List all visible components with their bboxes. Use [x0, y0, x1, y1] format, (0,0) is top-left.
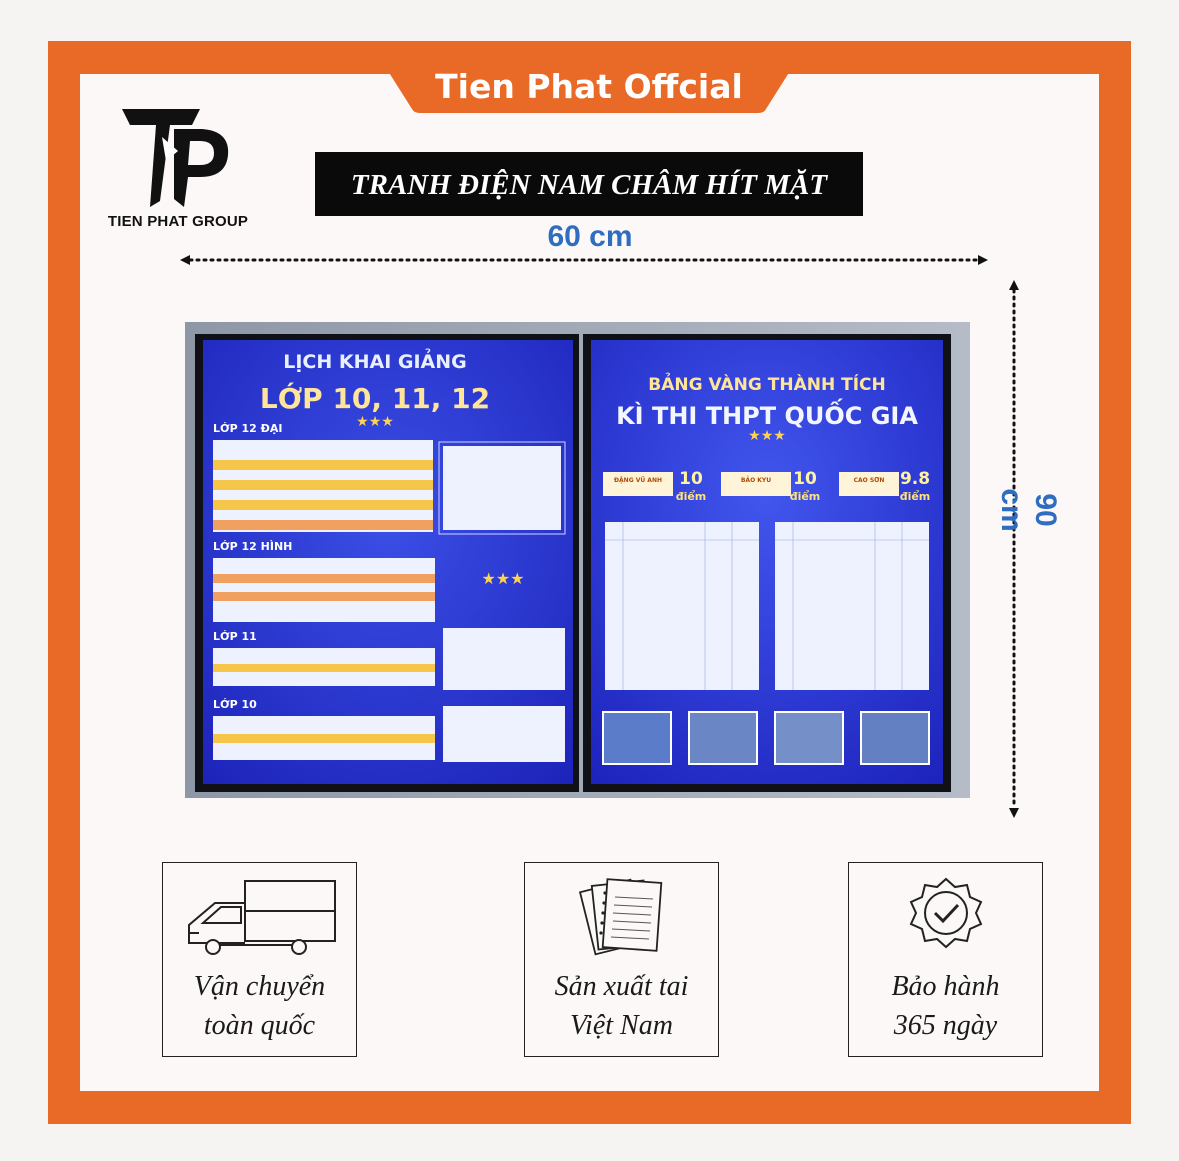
score-card-1: ĐẶNG VŨ ANH 10 điểm	[603, 469, 706, 503]
left-section-1: LỚP 12 ĐẠI	[213, 422, 282, 435]
svg-text:CAO SƠN: CAO SƠN	[854, 477, 885, 484]
svg-text:★★★: ★★★	[748, 428, 786, 444]
left-section-2: LỚP 12 HÌNH	[213, 540, 292, 553]
banner-title: Tien Phat Offcial	[435, 67, 743, 106]
svg-text:10: 10	[793, 469, 817, 489]
width-arrow	[180, 255, 988, 265]
left-subheading: LỚP 10, 11, 12	[260, 381, 490, 415]
svg-text:điểm: điểm	[790, 490, 821, 503]
product-photo: LỊCH KHAI GIẢNG LỚP 10, 11, 12 ★★★ LỚP 1…	[185, 322, 970, 798]
svg-text:★★★: ★★★	[356, 414, 394, 430]
width-label: 60 cm	[547, 220, 633, 253]
svg-text:điểm: điểm	[676, 490, 707, 503]
right-heading: BẢNG VÀNG THÀNH TÍCH	[648, 372, 885, 395]
title-box	[315, 152, 863, 216]
left-section-4: LỚP 10	[213, 698, 257, 711]
banner-tab	[388, 71, 790, 113]
svg-text:★★★: ★★★	[481, 569, 524, 588]
badge-check-icon	[909, 877, 983, 949]
score-card-3: CAO SƠN 9.8 điểm	[839, 469, 930, 503]
svg-text:BẢO KYU: BẢO KYU	[741, 476, 771, 484]
product-title: TRANH ĐIỆN NAM CHÂM HÍT MẶT	[350, 169, 828, 201]
tien-phat-logo	[122, 109, 229, 207]
event-photos	[602, 711, 930, 765]
svg-text:điểm: điểm	[900, 490, 931, 503]
truck-icon	[188, 880, 336, 955]
svg-text:9.8: 9.8	[900, 469, 930, 489]
score-card-2: BẢO KYU 10 điểm	[721, 469, 820, 503]
logo-caption: TIEN PHAT GROUP	[107, 213, 249, 230]
height-label: 90 cm	[995, 488, 1062, 532]
left-heading: LỊCH KHAI GIẢNG	[283, 348, 467, 373]
svg-text:ĐẶNG VŨ ANH: ĐẶNG VŨ ANH	[614, 477, 662, 484]
left-section-3: LỚP 11	[213, 630, 257, 643]
svg-text:10: 10	[679, 469, 703, 489]
right-subheading: KÌ THI THPT QUỐC GIA	[616, 397, 918, 430]
height-arrow	[1009, 280, 1019, 818]
document-icon	[578, 878, 663, 956]
